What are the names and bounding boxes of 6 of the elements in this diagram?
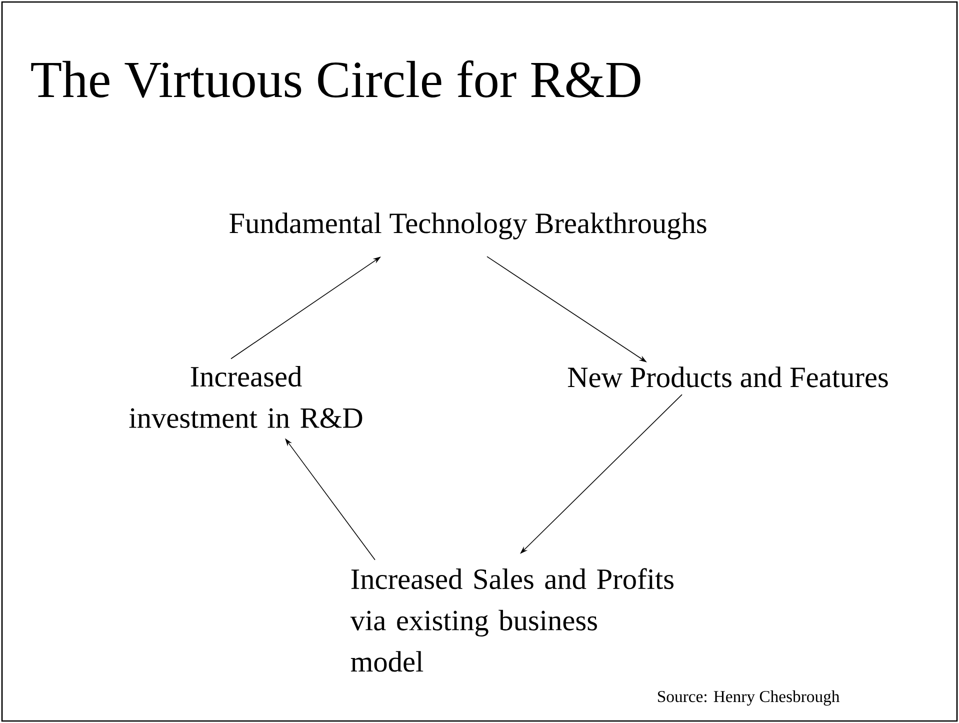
title: The Virtuous Circle for R&D bbox=[31, 60, 640, 98]
node-text: Increased investment in R&D bbox=[129, 366, 362, 428]
node-text: Increased Sales and Profits via existing business model bbox=[350, 568, 674, 672]
node-text: New Products and Features bbox=[568, 366, 888, 388]
node-text: Fundamental Technology Breakthroughs bbox=[230, 212, 706, 240]
source-note: Source: Henry Chesbrough bbox=[658, 690, 840, 706]
